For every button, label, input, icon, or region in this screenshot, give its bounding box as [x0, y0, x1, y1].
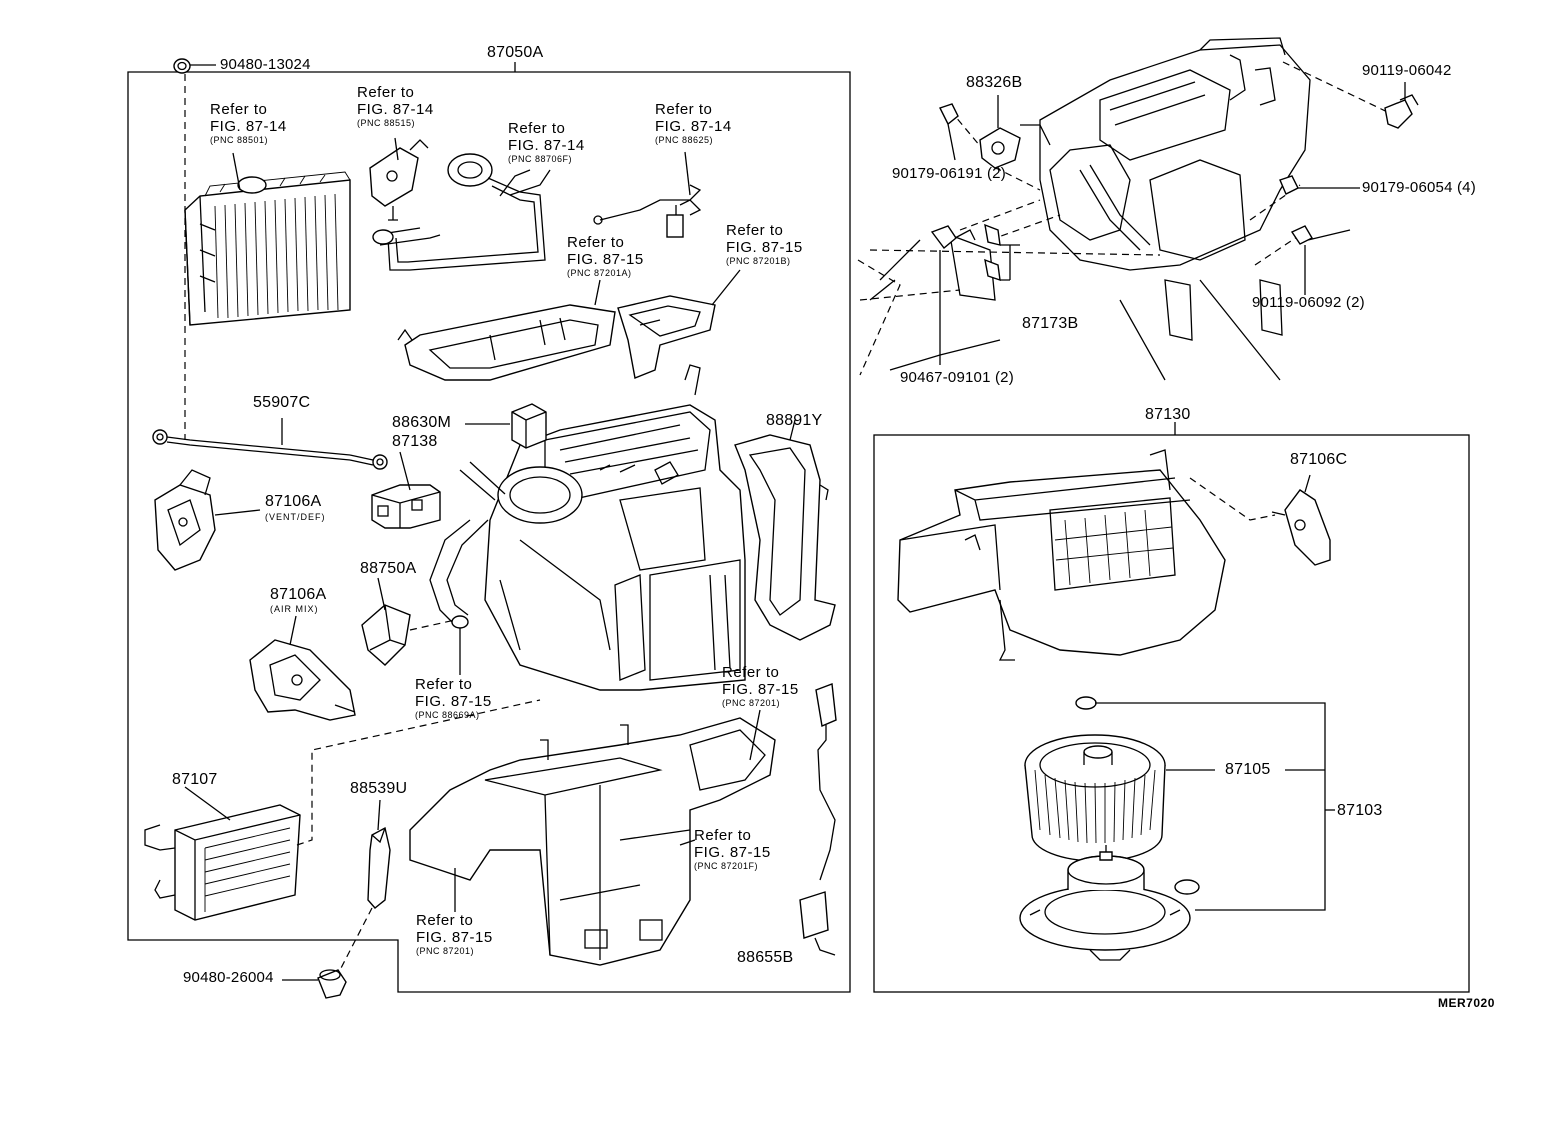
part-label-87050A: 87050A	[487, 44, 544, 61]
part-label-87138: 87138	[392, 433, 438, 450]
servo-vent-def-drawing	[154, 469, 216, 571]
cable-55907C-drawing	[152, 429, 388, 470]
part-label-88891Y: 88891Y	[766, 412, 823, 429]
installation-view-drawing	[857, 37, 1401, 381]
expansion-valve-drawing	[369, 139, 429, 221]
fasteners-right-drawing	[930, 94, 1419, 282]
leader-lines-right	[939, 82, 1406, 365]
part-label-88326B: 88326B	[966, 74, 1023, 91]
assembly-frame-87050A	[127, 62, 851, 993]
lower-case-drawing	[409, 717, 776, 966]
part-label-87107: 87107	[172, 771, 218, 788]
part-label-90119-06042: 90119-06042	[1362, 62, 1452, 79]
thermistor-drawing	[593, 184, 702, 238]
part-label-87173B: 87173B	[1022, 315, 1079, 332]
part-sublabel-vent-def: (VENT/DEF)	[265, 512, 326, 522]
part-label-88750A: 88750A	[360, 560, 417, 577]
leader-lines	[184, 137, 796, 981]
grommet-90480-26004-drawing	[317, 969, 347, 999]
upper-case-drawing	[397, 295, 716, 381]
duct-88891Y-drawing	[734, 434, 836, 641]
sensor-88750A-drawing	[361, 604, 456, 666]
part-label-90480-13024: 90480-13024	[220, 56, 311, 73]
part-label-90179-06054: 90179-06054 (4)	[1362, 179, 1476, 196]
figure-code: MER7020	[1438, 996, 1495, 1010]
connector-87138-drawing	[371, 484, 441, 529]
leader-lines-blower	[1095, 702, 1335, 911]
part-label-55907C: 55907C	[253, 394, 311, 411]
motor-87103-drawing	[1019, 845, 1200, 961]
part-label-87106C: 87106C	[1290, 451, 1348, 468]
heater-core-87107-drawing	[144, 699, 541, 921]
part-label-90179-06191: 90179-06191 (2)	[892, 165, 1006, 182]
fan-87105-drawing	[1024, 696, 1166, 862]
blower-case-drawing	[897, 449, 1276, 661]
sleeve-88539U-drawing	[339, 826, 391, 971]
sensor-88655B-drawing	[799, 683, 837, 956]
part-label-90119-06092: 90119-06092 (2)	[1252, 294, 1365, 311]
part-label-88630M: 88630M	[392, 414, 452, 431]
servo-air-mix-drawing	[249, 639, 356, 721]
part-label-88655B: 88655B	[737, 949, 794, 966]
part-label-87105: 87105	[1225, 761, 1271, 778]
part-label-87106A-air: 87106A	[270, 586, 327, 603]
servo-87106C-drawing	[1271, 474, 1331, 566]
part-label-87106A-vent: 87106A	[265, 493, 322, 510]
part-label-90480-26004: 90480-26004	[183, 969, 274, 986]
part-label-90467-09101: 90467-09101 (2)	[900, 369, 1014, 386]
relay-88630M-drawing	[511, 403, 547, 449]
part-label-88539U: 88539U	[350, 780, 408, 797]
heater-unit-drawing	[484, 364, 746, 691]
hose-drawing	[429, 461, 506, 629]
grommet-90480-13024	[173, 58, 216, 440]
part-label-87130: 87130	[1145, 406, 1191, 423]
blower-frame-87130	[873, 422, 1470, 993]
part-sublabel-air-mix: (AIR MIX)	[270, 604, 319, 614]
part-label-87103: 87103	[1337, 802, 1383, 819]
evaporator-drawing	[184, 171, 351, 326]
